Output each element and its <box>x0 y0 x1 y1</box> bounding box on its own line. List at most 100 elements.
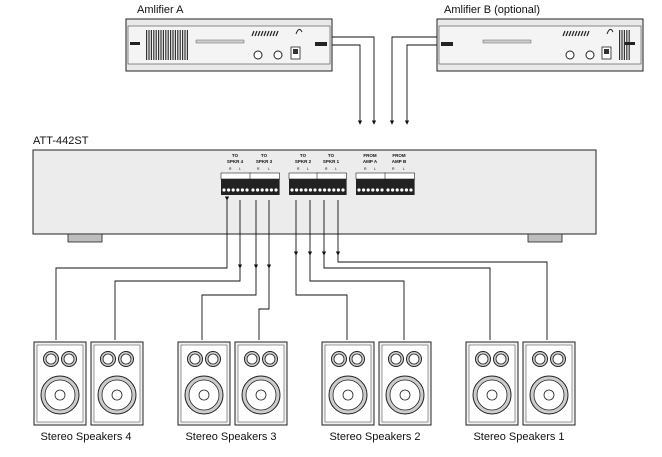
terminal-screw <box>400 188 404 192</box>
terminal-header <box>220 172 251 180</box>
terminal-screw <box>304 188 308 192</box>
terminal-screw <box>391 188 395 192</box>
terminal-screw <box>327 188 331 192</box>
amplifier-b-label: Amlifier B (optional) <box>444 4 540 16</box>
speaker-cabinet <box>234 341 288 426</box>
amp-a-knob-left <box>253 50 263 60</box>
terminal-header <box>288 172 319 180</box>
spkr4-pin-l: L <box>239 167 241 171</box>
terminal-screw <box>404 188 408 192</box>
terminal-screw <box>222 188 226 192</box>
vent-slot <box>153 30 155 60</box>
device-foot-left <box>67 233 103 243</box>
amp-b-meter <box>562 30 590 37</box>
speaker-cabinet <box>33 341 87 426</box>
spkr1-pin-r: R <box>325 167 328 171</box>
terminal-screw <box>332 188 336 192</box>
speaker-pair-3-label: Stereo Speakers 3 <box>185 431 276 443</box>
terminal-screw <box>299 188 303 192</box>
terminal-header <box>355 172 386 180</box>
terminal-screw <box>375 188 379 192</box>
spkr1-pin-l: L <box>335 167 337 171</box>
terminal-screw <box>295 188 299 192</box>
meter-bar <box>562 30 566 37</box>
spkr3-pin-l: L <box>268 167 270 171</box>
amp-b-knob-left <box>565 50 575 60</box>
meter-bar <box>586 30 590 37</box>
vent-slot <box>184 30 186 60</box>
terminal-screw <box>308 188 312 192</box>
terminal-body <box>250 179 280 195</box>
terminal-body <box>221 179 251 195</box>
spkr2-pin-r: R <box>297 167 300 171</box>
input-terminal-amp-b: FROM AMP B R L <box>392 153 407 171</box>
speaker-cabinet <box>378 341 432 426</box>
amp-a-input-label-line1: FROM <box>363 153 376 158</box>
meter-bar <box>577 30 581 37</box>
terminal-screw <box>269 188 273 192</box>
meter-bar <box>580 30 584 37</box>
terminal-screw <box>260 188 264 192</box>
output-terminal-spkr-4: TO SPKR 4 R L <box>227 153 244 171</box>
terminal-blocks <box>220 172 415 195</box>
wire-amp-b-l <box>404 44 437 125</box>
terminal-body <box>356 179 386 195</box>
terminal-screw <box>318 188 322 192</box>
vent-slot <box>182 30 184 60</box>
vent-slot <box>170 30 172 60</box>
vent-slot <box>167 30 169 60</box>
spkr1-label-line1: TO <box>328 153 335 158</box>
meter-bar <box>272 30 276 37</box>
vent-slot <box>186 30 188 60</box>
output-terminal-spkr-1: TO SPKR 1 R L <box>323 153 340 171</box>
wire-spkr1-r <box>323 255 491 340</box>
terminal-screw <box>265 188 269 192</box>
spkr2-label-line1: TO <box>300 153 307 158</box>
amp-b-input-label-line1: FROM <box>392 153 405 158</box>
terminal-header <box>384 172 415 180</box>
spkr1-label-line2: SPKR 1 <box>323 159 340 164</box>
vent-slot <box>148 30 150 60</box>
spkr4-label-line1: TO <box>232 153 239 158</box>
meter-bar <box>571 30 575 37</box>
speaker-pair-4-label: Stereo Speakers 4 <box>40 431 131 443</box>
terminal-screw <box>380 188 384 192</box>
terminal-body <box>317 179 347 195</box>
amp-b-input-pin-r: R <box>392 167 395 171</box>
amp-a-logo <box>315 42 327 46</box>
amplifier-a: Amlifier A <box>125 4 333 72</box>
terminal-screw <box>341 188 345 192</box>
speaker-cabinet <box>465 341 519 426</box>
terminal-screw <box>240 188 244 192</box>
terminal-screw <box>290 188 294 192</box>
spkr4-label-line2: SPKR 4 <box>227 159 244 164</box>
wire-spkr4-l <box>114 268 241 340</box>
amp-b-power-icon <box>606 28 614 35</box>
vent-slot <box>150 30 152 60</box>
meter-bar <box>266 30 270 37</box>
device-label: ATT-442ST <box>33 135 89 147</box>
speaker-pair-1-label: Stereo Speakers 1 <box>473 431 564 443</box>
output-terminal-spkr-3: TO SPKR 3 R L <box>256 153 273 171</box>
spkr3-pin-r: R <box>257 167 260 171</box>
amplifier-b: Amlifier B (optional) <box>436 4 644 72</box>
amplifier-a-label: Amlifier A <box>137 4 184 16</box>
terminal-body <box>289 179 319 195</box>
speaker-cabinet <box>90 341 144 426</box>
vent-slot <box>623 30 625 60</box>
meter-bar <box>263 30 267 37</box>
vent-slot <box>162 30 164 60</box>
amp-b-logo <box>441 42 453 46</box>
wire-amp-b-r <box>389 36 437 125</box>
terminal-screw <box>362 188 366 192</box>
vent-slot <box>155 30 157 60</box>
speaker-group <box>33 341 576 426</box>
speaker-cabinet <box>522 341 576 426</box>
terminal-screw <box>236 188 240 192</box>
input-terminal-amp-a: FROM AMP A R L <box>363 153 378 171</box>
amp-a-vent <box>146 30 188 60</box>
meter-bar <box>260 30 264 37</box>
terminal-screw <box>274 188 278 192</box>
terminal-screw <box>245 188 249 192</box>
wire-spkr3-l <box>258 268 270 340</box>
